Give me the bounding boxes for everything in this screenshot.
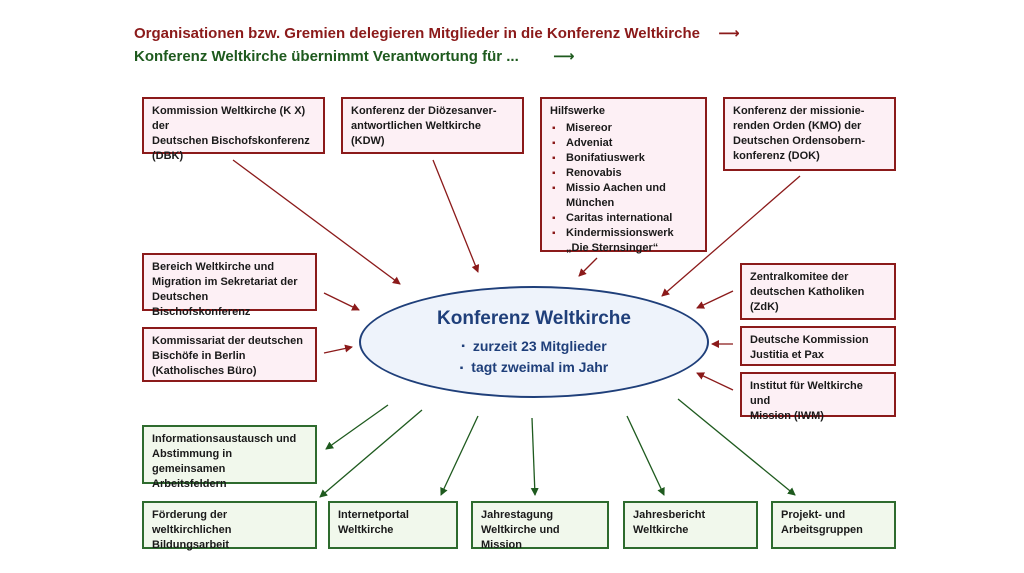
- legend-red-arrow-icon: ⟶: [718, 25, 740, 42]
- hilfswerke-list: ▪Misereor ▪Adveniat ▪Bonifatiuswerk ▪Ren…: [550, 121, 697, 256]
- member-kommission-weltkirche: Kommission Weltkirche (K X) der Deutsche…: [142, 97, 325, 162]
- box-line: Informationsaustausch und: [152, 433, 297, 445]
- box-line: (Katholisches Büro): [152, 365, 257, 377]
- legend-green-arrow-icon: ⟶: [552, 48, 575, 65]
- list-item: ▪Missio Aachen und: [552, 182, 666, 194]
- box-line: Migration im Sekretariat der: [152, 276, 298, 288]
- box-line: Institut für Weltkirche und: [750, 380, 863, 407]
- box-line: Deutschen Ordensobern-: [733, 135, 866, 147]
- box-line: Bereich Weltkirche und: [152, 261, 275, 273]
- box-line: Deutschen Bischofskonferenz: [152, 135, 310, 147]
- center-conference: Konferenz Weltkirche ▪zurzeit 23 Mitglie…: [359, 286, 709, 398]
- bullet-icon: ▪: [552, 123, 556, 134]
- box-line: Arbeitsfeldern: [152, 478, 227, 490]
- member-hilfswerke: Hilfswerke ▪Misereor ▪Adveniat ▪Bonifati…: [540, 97, 707, 254]
- list-item-continuation: „Die Sternsinger“: [566, 242, 659, 254]
- box-line: Konferenz der missionie-: [733, 105, 865, 117]
- center-point: ▪zurzeit 23 Mitglieder: [461, 338, 607, 354]
- list-item: ▪Kindermissionswerk: [552, 227, 674, 239]
- list-item: ▪Caritas international: [552, 212, 673, 224]
- member-kdw: Konferenz der Diözesanver- antwortlichen…: [341, 97, 524, 154]
- box-line: konferenz (DOK): [733, 150, 820, 162]
- arrow-center-to-portal: [440, 415, 479, 496]
- box-line: Justitia et Pax: [750, 349, 824, 361]
- legend-responsibility-text: Konferenz Weltkirche übernimmt Verantwor…: [134, 48, 519, 65]
- resp-jahrestagung: Jahrestagung Weltkirche und Mission: [471, 501, 609, 551]
- box-line: Abstimmung in gemeinsamen: [152, 448, 233, 475]
- member-zdk: Zentralkomitee der deutschen Katholiken …: [740, 263, 896, 320]
- box-line: (DBK): [152, 150, 184, 162]
- bullet-icon: ▪: [461, 341, 465, 353]
- box-line: Bildungsarbeit: [152, 539, 230, 551]
- resp-bildungsarbeit: Förderung der weltkirchlichen Bildungsar…: [142, 501, 317, 551]
- box-line: Weltkirche und Mission: [481, 524, 560, 551]
- arrow-center-to-projekt: [677, 398, 796, 496]
- box-line: Jahresbericht: [633, 509, 706, 521]
- resp-projektgruppen: Projekt- und Arbeitsgruppen: [771, 501, 896, 549]
- arrow-center-to-bericht: [626, 415, 665, 496]
- arrow-iwm-to-center: [696, 372, 734, 391]
- arrow-kommissariat-to-center: [323, 344, 353, 354]
- box-line: Deutschen Bischofskonferenz: [152, 291, 251, 318]
- box-line: Förderung der weltkirchlichen: [152, 509, 232, 536]
- list-item-continuation: München: [566, 197, 615, 209]
- list-item: ▪Bonifatiuswerk: [552, 152, 645, 164]
- member-kmo: Konferenz der missionie- renden Orden (K…: [723, 97, 896, 171]
- bullet-icon: ▪: [552, 213, 556, 224]
- box-line: Deutsche Kommission: [750, 334, 869, 346]
- box-line: Kommissariat der deutschen: [152, 335, 303, 347]
- legend-delegation-text: Organisationen bzw. Gremien delegieren M…: [134, 25, 700, 42]
- arrow-kdw-to-center: [432, 159, 480, 273]
- member-iwm: Institut für Weltkirche und Mission (IWM…: [740, 372, 896, 422]
- list-item: ▪Misereor: [552, 122, 612, 134]
- box-line: Weltkirche: [338, 524, 394, 536]
- center-title: Konferenz Weltkirche: [437, 308, 631, 329]
- arrow-center-to-tagung: [530, 417, 539, 496]
- arrow-hilfswerke-to-center: [578, 257, 598, 277]
- member-bereich-weltkirche-migration: Bereich Weltkirche und Migration im Sekr…: [142, 253, 317, 318]
- arrow-center-to-info: [325, 404, 389, 450]
- arrow-kx-to-center: [232, 159, 401, 285]
- list-item: ▪Renovabis: [552, 167, 622, 179]
- box-line: (KDW): [351, 135, 385, 147]
- bullet-icon: ▪: [459, 362, 464, 374]
- bullet-icon: ▪: [552, 228, 556, 239]
- box-line: Mission (IWM): [750, 410, 824, 422]
- list-item: ▪Adveniat: [552, 137, 613, 149]
- box-line: Kommission Weltkirche (K X) der: [152, 105, 306, 132]
- box-line: Bischöfe in Berlin: [152, 350, 246, 362]
- box-line: Jahrestagung: [481, 509, 554, 521]
- box-line: Konferenz der Diözesanver-: [351, 105, 497, 117]
- box-line: (ZdK): [750, 301, 779, 313]
- arrow-zdk-to-center: [696, 290, 734, 309]
- center-point: ▪tagt zweimal im Jahr: [459, 359, 609, 376]
- box-line: deutschen Katholiken: [750, 286, 865, 298]
- box-line: Internetportal: [338, 509, 409, 521]
- resp-jahresbericht: Jahresbericht Weltkirche: [623, 501, 758, 549]
- legend-responsibility: Konferenz Weltkirche übernimmt Verantwor…: [134, 47, 574, 65]
- bullet-icon: ▪: [552, 183, 556, 194]
- box-line: renden Orden (KMO) der: [733, 120, 862, 132]
- resp-informationsaustausch: Informationsaustausch und Abstimmung in …: [142, 425, 317, 490]
- arrow-bereich-to-center: [323, 292, 360, 311]
- hilfswerke-title: Hilfswerke: [550, 105, 606, 117]
- bullet-icon: ▪: [552, 168, 556, 179]
- resp-internetportal: Internetportal Weltkirche: [328, 501, 458, 549]
- bullet-icon: ▪: [552, 138, 556, 149]
- member-justitia-et-pax: Deutsche Kommission Justitia et Pax: [740, 326, 896, 366]
- box-line: Zentralkomitee der: [750, 271, 849, 283]
- legend-delegation: Organisationen bzw. Gremien delegieren M…: [134, 24, 740, 42]
- box-line: Projekt- und: [781, 509, 846, 521]
- member-kommissariat: Kommissariat der deutschen Bischöfe in B…: [142, 327, 317, 382]
- box-line: Arbeitsgruppen: [781, 524, 863, 536]
- arrow-kmo-to-center: [661, 175, 801, 297]
- box-line: antwortlichen Weltkirche: [351, 120, 481, 132]
- bullet-icon: ▪: [552, 153, 556, 164]
- box-line: Weltkirche: [633, 524, 689, 536]
- arrow-center-to-bildung: [319, 409, 423, 498]
- center-points: ▪zurzeit 23 Mitglieder ▪tagt zweimal im …: [361, 336, 707, 379]
